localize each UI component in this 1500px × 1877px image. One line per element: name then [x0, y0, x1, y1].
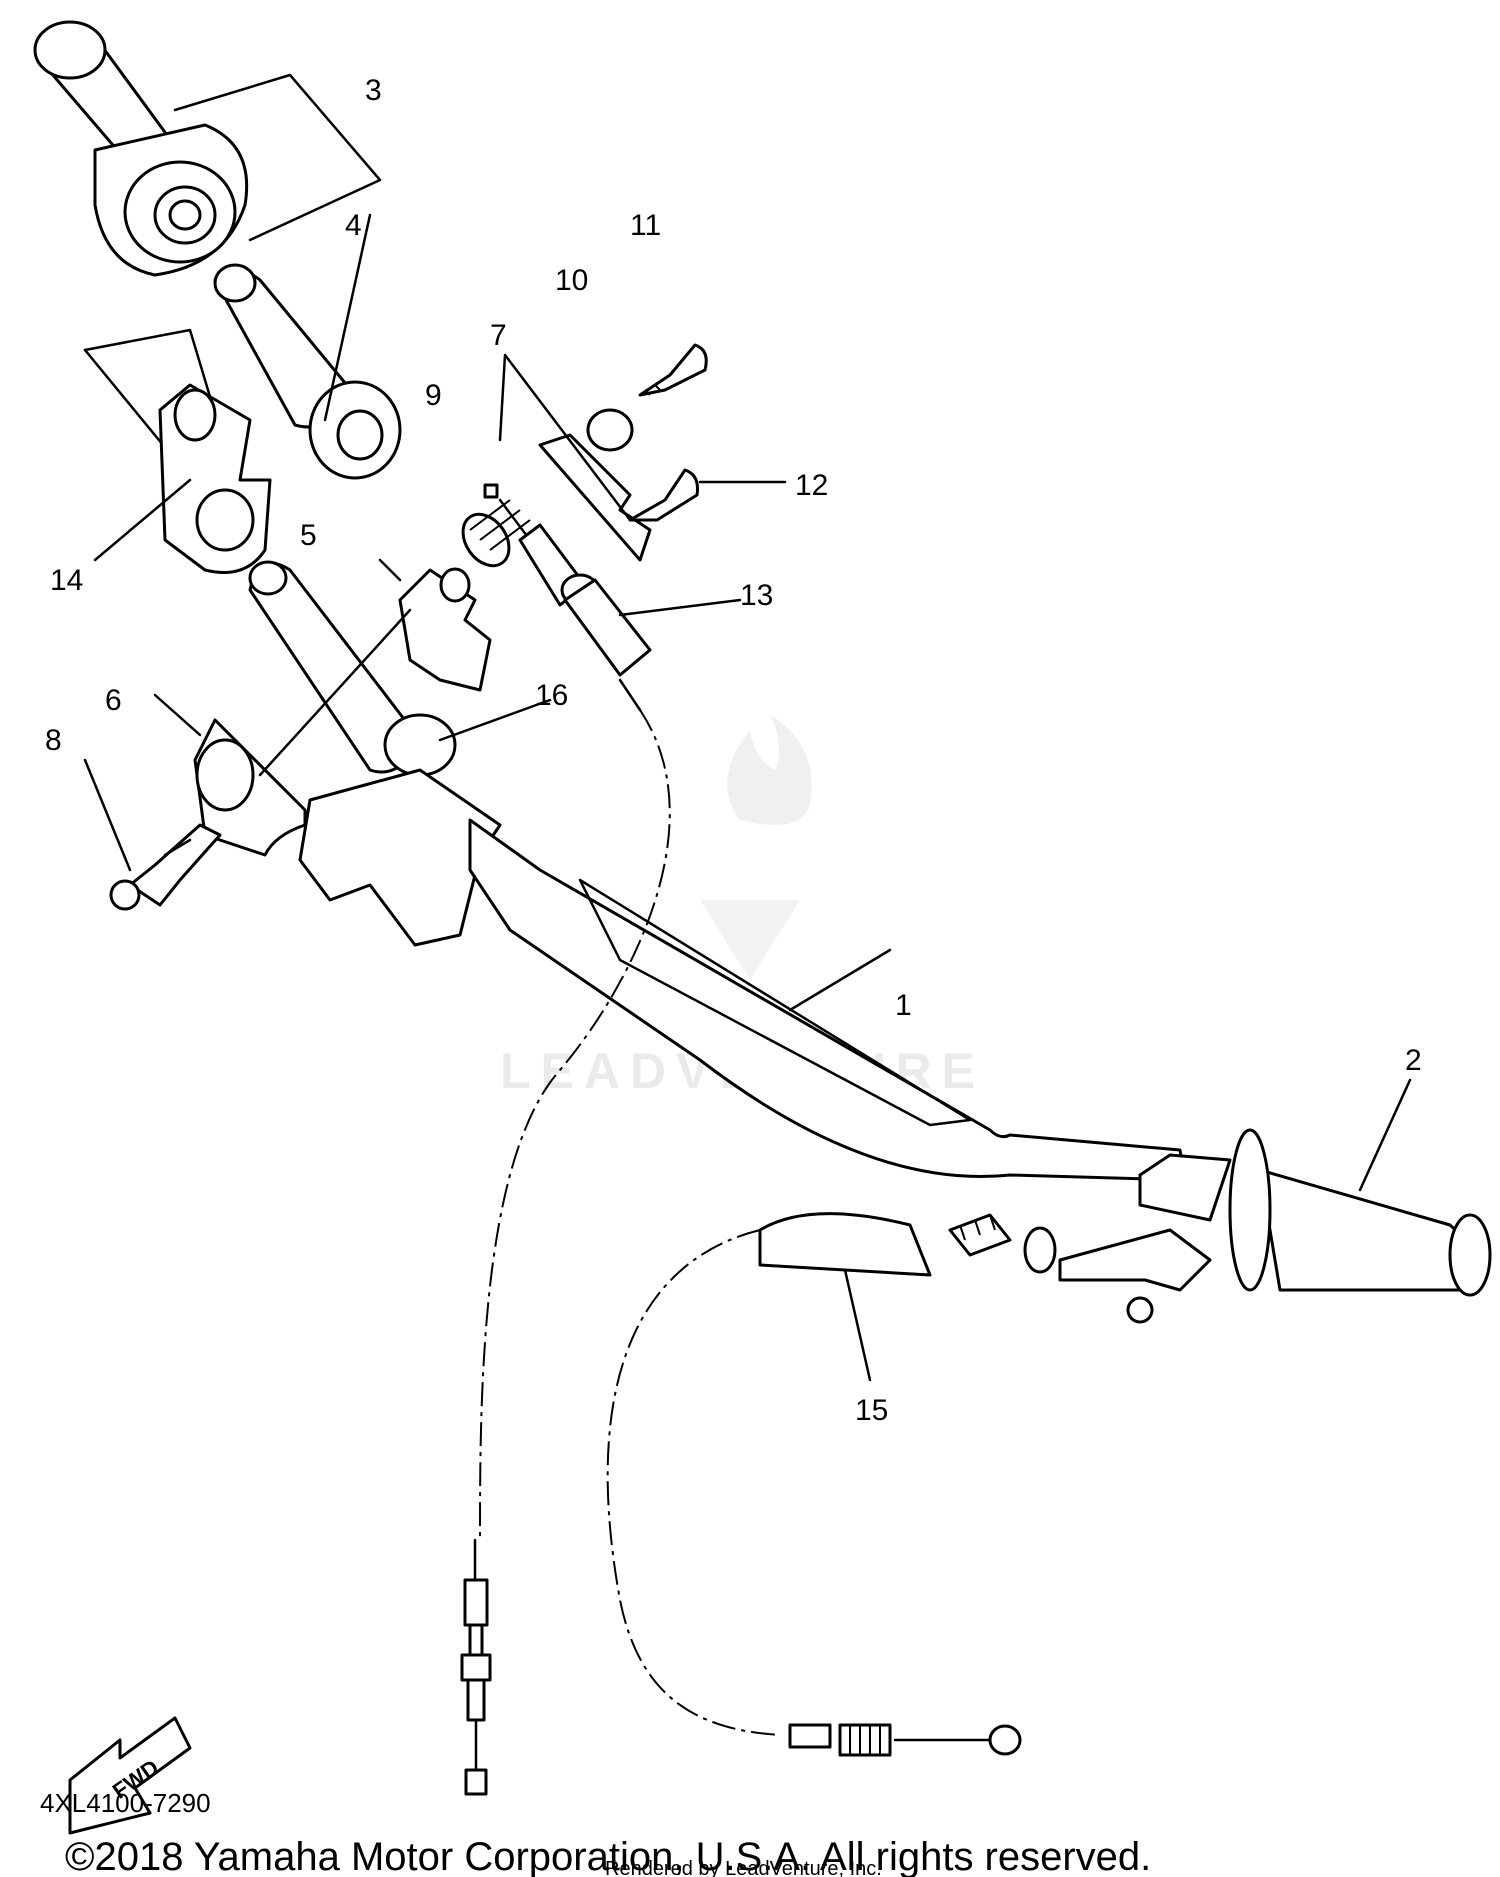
- screw-part-12: [628, 468, 787, 522]
- throttle-cable: [460, 709, 671, 1796]
- callout-2: 2: [1405, 1044, 1422, 1077]
- screw-part-11: [638, 343, 708, 397]
- diagram-code: 4XL4100-7290: [40, 1788, 211, 1818]
- right-grip-part-2: [1228, 1078, 1492, 1297]
- rendered-by-text: Rendered by LeadVenture, Inc.: [605, 1858, 882, 1877]
- callout-8: 8: [45, 724, 62, 757]
- clutch-cable-part-15: [606, 1212, 1022, 1757]
- callout-13: 13: [740, 579, 773, 612]
- callout-11: 11: [630, 209, 661, 242]
- housing-part-14: [83, 328, 272, 574]
- callout-3: 3: [365, 74, 382, 107]
- fwd-arrow-icon: FWD: [68, 1716, 192, 1835]
- cable-end-assembly: [461, 353, 652, 712]
- callout-4: 4: [345, 209, 362, 242]
- cable-adjuster-part-13: [618, 598, 742, 617]
- housing-part-5: [378, 558, 492, 692]
- callout-14: 14: [50, 564, 83, 597]
- callout-10: 10: [555, 264, 588, 297]
- throttle-grip-part: [33, 20, 382, 277]
- callout-15: 15: [855, 1394, 888, 1427]
- callout-12: 12: [795, 469, 828, 502]
- callout-9: 9: [425, 379, 442, 412]
- left-bar-section: [248, 560, 552, 947]
- copyright-text: ©2018 Yamaha Motor Corporation, U.S.A. A…: [65, 1835, 1151, 1877]
- callout-1: 1: [895, 989, 912, 1022]
- bolt-part-8: [83, 758, 222, 911]
- callout-6: 6: [105, 684, 122, 717]
- housing-part-6: [153, 608, 412, 857]
- callout-5: 5: [300, 519, 317, 552]
- handlebar-part-1: [468, 818, 1187, 1182]
- callout-labels: 1 2 3 4 5 6 7 8 9 10 11 12 13 14 15 16: [45, 74, 1422, 1427]
- callout-7: 7: [490, 319, 507, 352]
- clutch-lever-assembly: [948, 1153, 1232, 1324]
- callout-16: 16: [535, 679, 568, 712]
- collar-part-10: [586, 408, 634, 452]
- throttle-tube-part: [213, 213, 402, 480]
